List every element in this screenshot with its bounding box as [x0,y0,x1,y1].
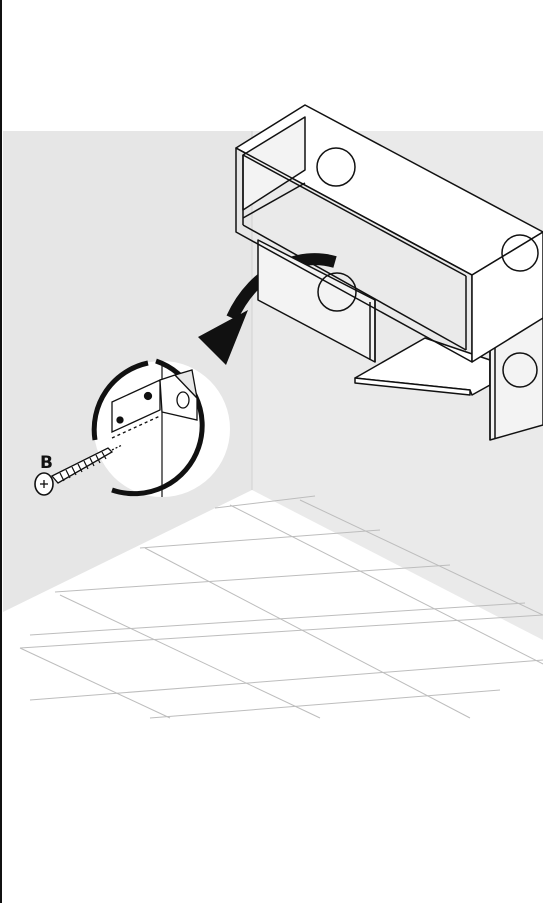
bracket-detail-callout [91,358,230,497]
cabinet-icon [235,104,543,441]
top-box-end [471,231,543,363]
part-label-b: B [40,453,53,473]
screw-icon [34,444,123,496]
floor-tile-grid [19,495,543,719]
corner-bracket-icon [111,369,199,439]
